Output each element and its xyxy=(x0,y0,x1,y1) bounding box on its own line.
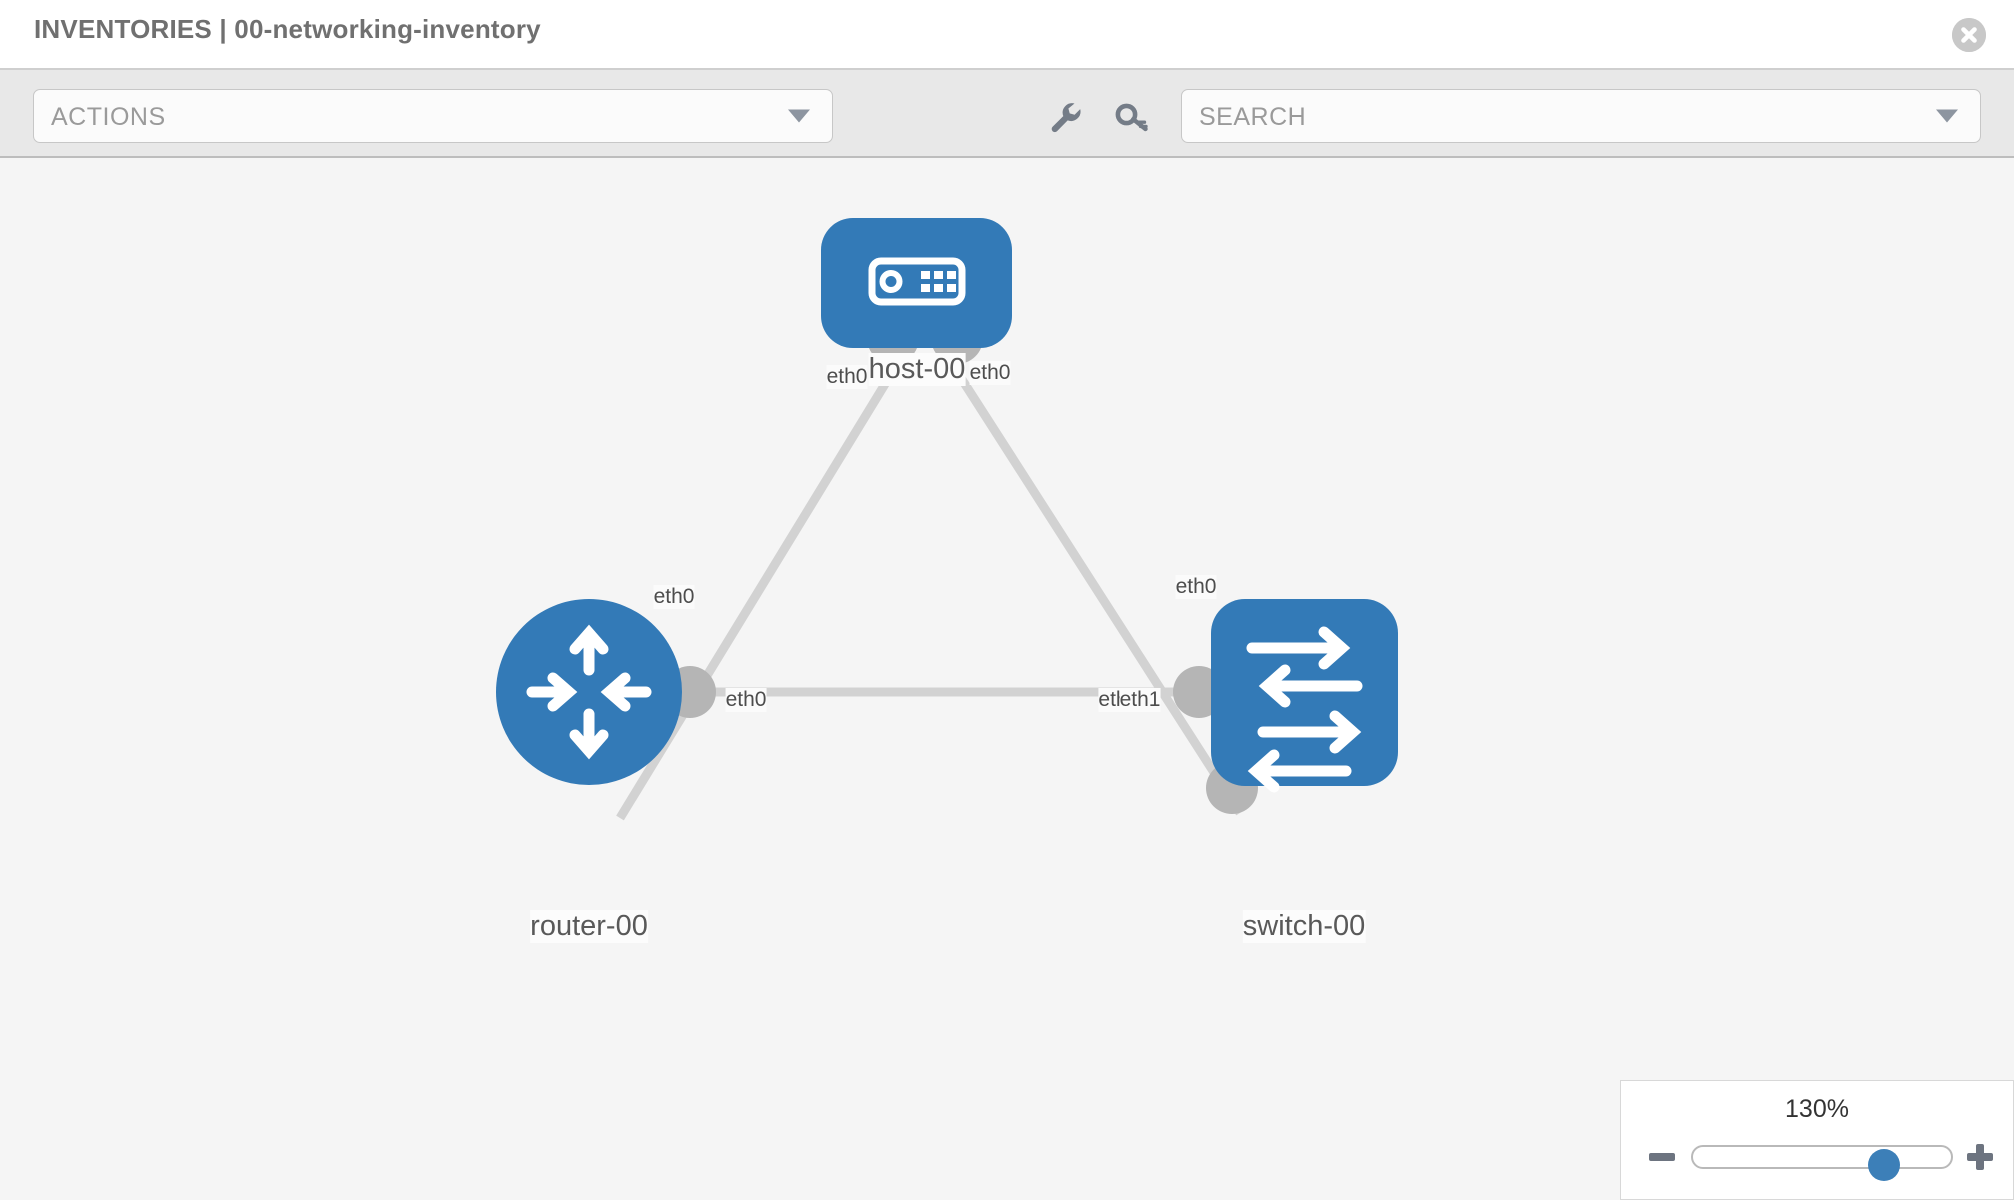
interface-label: eth0 xyxy=(725,688,767,712)
interface-label: eth0 xyxy=(1175,575,1217,599)
node-host-00[interactable] xyxy=(821,218,1012,348)
link-host-switch[interactable] xyxy=(941,350,1244,816)
interface-label: eth0 xyxy=(653,585,695,609)
node-label-switch-00: switch-00 xyxy=(1242,910,1366,943)
minus-icon xyxy=(1649,1153,1675,1161)
topology-canvas[interactable]: host-00 router-00 switch-00 eth0 eth0 et… xyxy=(0,158,2014,1200)
page-title: INVENTORIES | 00-networking-inventory xyxy=(34,14,541,44)
interface-label: eth0 xyxy=(969,361,1011,385)
zoom-slider-track[interactable] xyxy=(1691,1145,1953,1181)
zoom-slider-row xyxy=(1621,1139,2013,1181)
actions-dropdown[interactable]: ACTIONS xyxy=(33,89,833,143)
actions-dropdown-label: ACTIONS xyxy=(51,103,166,131)
close-button[interactable] xyxy=(1952,18,1986,52)
server-icon xyxy=(868,257,966,306)
zoom-control-panel: 130% xyxy=(1620,1080,2014,1200)
search-input[interactable]: SEARCH xyxy=(1181,89,1981,143)
key-button[interactable] xyxy=(1113,98,1151,136)
wrench-button[interactable] xyxy=(1046,98,1084,136)
window-header: INVENTORIES | 00-networking-inventory xyxy=(0,0,2014,68)
zoom-out-button[interactable] xyxy=(1645,1139,1679,1175)
close-circle-icon xyxy=(1952,18,1986,52)
node-label-router-00: router-00 xyxy=(530,910,648,943)
zoom-level-value: 130% xyxy=(1785,1095,1849,1123)
node-switch-00[interactable] xyxy=(1211,599,1398,793)
chevron-down-icon xyxy=(788,109,810,123)
key-icon xyxy=(1115,103,1148,132)
topology-graph xyxy=(496,218,1398,821)
switch-arrows-icon xyxy=(1246,626,1363,793)
plus-icon xyxy=(1967,1144,1993,1170)
chevron-down-icon xyxy=(1936,109,1958,123)
node-label-host-00: host-00 xyxy=(868,353,966,386)
interface-label: eth1 xyxy=(1119,688,1161,712)
zoom-slider-handle[interactable] xyxy=(1868,1149,1900,1181)
node-router-00[interactable] xyxy=(496,599,682,785)
interface-label: eth0 xyxy=(826,365,868,389)
wrench-icon xyxy=(1051,103,1081,133)
toolbar: ACTIONS SEARCH xyxy=(0,68,2014,158)
zoom-in-button[interactable] xyxy=(1963,1139,1997,1175)
search-placeholder: SEARCH xyxy=(1199,103,1307,131)
router-arrows-icon xyxy=(526,624,652,760)
